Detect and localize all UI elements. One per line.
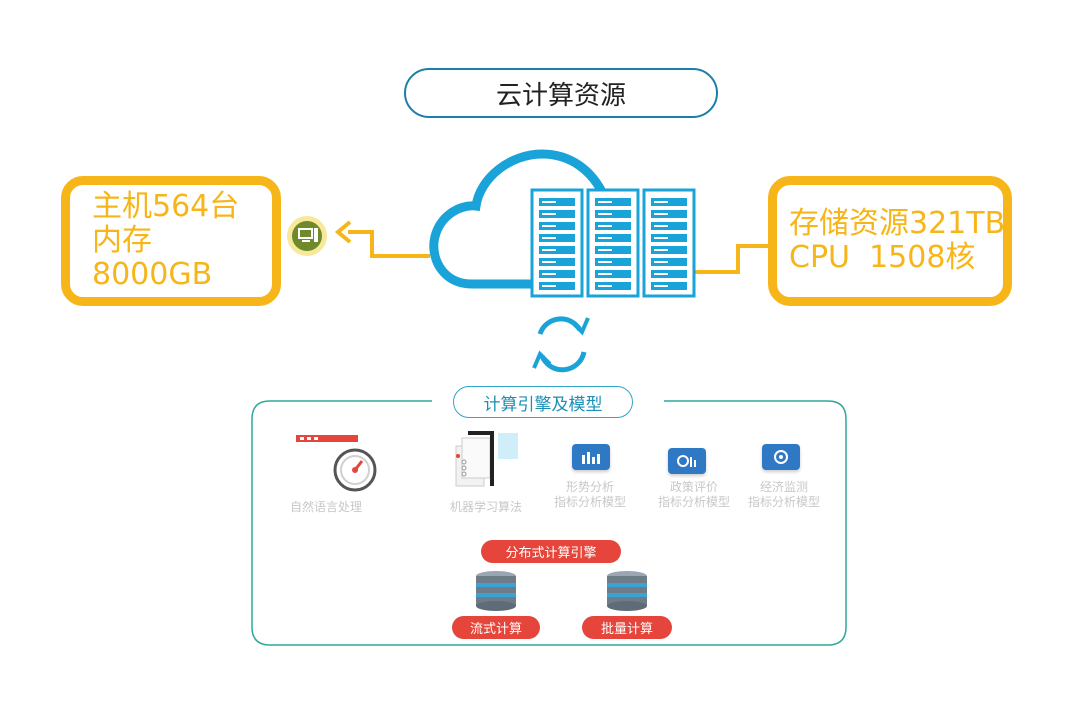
- right-connector: [692, 244, 768, 274]
- rack-unit: [651, 282, 687, 290]
- rack-unit: [539, 282, 575, 290]
- rack-unit: [651, 198, 687, 206]
- rack-slot: [542, 249, 556, 251]
- rack-unit: [595, 246, 631, 254]
- storage-cpu-box: 存储资源321TB CPU 1508核: [768, 176, 1012, 306]
- rack-slot: [654, 249, 668, 251]
- cpu-text: CPU 1508核: [789, 240, 976, 275]
- rack-unit: [539, 270, 575, 278]
- rack-unit: [539, 258, 575, 266]
- storage-text: 存储资源321TB: [789, 206, 1006, 241]
- rack-unit: [595, 234, 631, 242]
- rack-slot: [654, 201, 668, 203]
- distributed-engine-label: 分布式计算引擎: [505, 546, 597, 561]
- rack-unit: [595, 282, 631, 290]
- memory-text: 内存8000GB: [92, 223, 213, 292]
- rack-slot: [654, 261, 668, 263]
- rack-slot: [598, 213, 612, 215]
- rack-slot: [654, 237, 668, 239]
- rack-slot: [598, 237, 612, 239]
- batch-compute-pill: 批量计算: [582, 616, 672, 639]
- rack-slot: [542, 201, 556, 203]
- stream-compute-label: 流式计算: [469, 622, 522, 637]
- ml-label: 机器学习算法: [449, 500, 522, 514]
- title-pill: 云计算资源: [404, 68, 718, 118]
- rack-slot: [542, 285, 556, 287]
- server-racks-icon: [530, 188, 696, 298]
- host-memory-box: 主机564台 内存8000GB: [61, 176, 281, 306]
- rack-unit: [539, 198, 575, 206]
- rack-slot: [542, 213, 556, 215]
- policy-model-label: 政策评价 指标分析模型: [657, 480, 730, 509]
- computer-icon: [287, 216, 327, 256]
- stream-database-icon: [476, 571, 516, 611]
- rack-unit: [651, 222, 687, 230]
- rack-unit: [595, 198, 631, 206]
- rack-slot: [654, 225, 668, 227]
- situation-model-label: 形势分析 指标分析模型: [553, 480, 626, 509]
- rack-slot: [654, 213, 668, 215]
- batch-database-icon: [607, 571, 647, 611]
- rack-slot: [542, 261, 556, 263]
- host-count-text: 主机564台: [92, 189, 240, 224]
- nlp-label: 自然语言处理: [289, 500, 362, 514]
- stream-compute-pill: 流式计算: [452, 616, 540, 639]
- rack-slot: [542, 273, 556, 275]
- engine-title: 计算引擎及模型: [483, 394, 603, 415]
- rack-slot: [598, 225, 612, 227]
- rack-unit: [539, 210, 575, 218]
- page-title: 云计算资源: [495, 80, 626, 111]
- rack-slot: [598, 285, 612, 287]
- economy-model-label: 经济监测 指标分析模型: [747, 480, 820, 509]
- cloud-icon: [429, 149, 609, 289]
- rack-slot: [654, 273, 668, 275]
- engine-title-pill: 计算引擎及模型: [453, 386, 633, 418]
- batch-compute-label: 批量计算: [600, 622, 653, 637]
- rack-unit: [651, 210, 687, 218]
- rack-unit: [595, 222, 631, 230]
- rack-unit: [651, 234, 687, 242]
- rack-unit: [595, 270, 631, 278]
- rack-slot: [598, 273, 612, 275]
- rack-unit: [651, 246, 687, 254]
- left-arrow-head: [334, 220, 352, 244]
- rack-unit: [595, 210, 631, 218]
- rack-slot: [542, 225, 556, 227]
- distributed-engine-pill: 分布式计算引擎: [481, 540, 621, 563]
- rack-slot: [542, 237, 556, 239]
- engine-frame: [251, 400, 847, 646]
- sync-icon: [532, 316, 590, 373]
- left-connector: [348, 230, 430, 258]
- rack-unit: [651, 270, 687, 278]
- speedometer-icon: [296, 435, 377, 492]
- rack-unit: [539, 234, 575, 242]
- monitor-icon: [762, 444, 800, 470]
- document-icon: [455, 431, 518, 487]
- rack-slot: [598, 249, 612, 251]
- rack-unit: [539, 246, 575, 254]
- rack-unit: [595, 258, 631, 266]
- rack-slot: [598, 201, 612, 203]
- bar-chart-icon: [572, 444, 610, 470]
- analytics-icon: [668, 448, 706, 474]
- rack-unit: [651, 258, 687, 266]
- rack-slot: [598, 261, 612, 263]
- rack-unit: [539, 222, 575, 230]
- rack-slot: [654, 285, 668, 287]
